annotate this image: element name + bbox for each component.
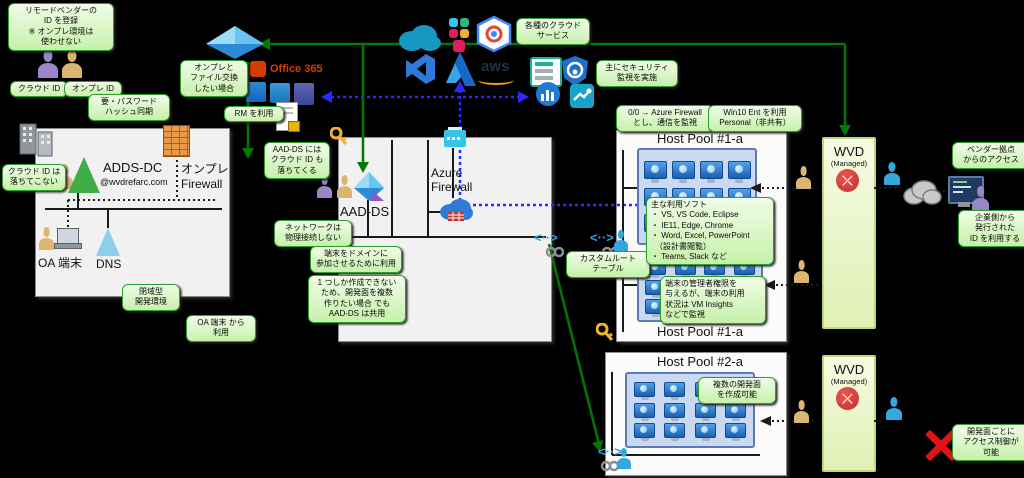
adds-dc-label: ADDS-DC	[103, 160, 163, 175]
callout-one-only: 1 つしか作成できない ため、開発面を複数 作りたい場合 でも AAD-DS は…	[308, 275, 406, 323]
defender-shield-icon	[562, 56, 588, 86]
callout-access-control: 開発面ごとに アクセス制御が 可能	[952, 424, 1024, 462]
salesforce-icon	[399, 25, 441, 51]
callout-vendor-access: ベンダー拠点 からのアクセス	[952, 142, 1024, 169]
rdp-icon: ⤫	[836, 387, 859, 410]
aad-ds-label: AAD-DS	[340, 204, 390, 219]
callout-security-monitor: 主にセキュリティ 監視を実施	[596, 60, 678, 87]
datacenter-building-icon	[19, 123, 53, 157]
aadds-onpre-person-icon	[337, 175, 352, 198]
active-directory-cone-icon	[68, 157, 100, 193]
remote-user-person-icon-2	[886, 397, 902, 420]
office365-label: Office 365	[270, 63, 323, 75]
vnet-peering-icon-2: <··>	[590, 230, 614, 245]
oa-terminal-label: OA 端末	[38, 256, 83, 270]
slack-icon	[448, 16, 470, 52]
callout-cloud-id-not-fall: クラウド ID は 落ちてこない	[2, 164, 66, 191]
onprem-firewall-icon	[163, 125, 190, 157]
azure-firewall-icon	[440, 199, 473, 221]
vm-monitor-icon	[664, 402, 686, 421]
hostpool1a-bottom-title: Host Pool #1-a	[657, 324, 743, 339]
onprem-firewall-label: オンプレ Firewall	[181, 162, 229, 191]
callout-no-physical: ネットワークは 物理接続しない	[274, 220, 352, 247]
aws-icon: aws	[478, 58, 518, 85]
callout-hash-sync: 要・パスワード ハッシュ同期	[88, 94, 170, 121]
vm-monitor-icon	[633, 402, 655, 421]
it-admin-person-icon	[614, 230, 628, 251]
hostpool1a-title: Host Pool #1-a	[657, 131, 743, 146]
callout-rm-use: RM を利用	[224, 106, 284, 123]
vm-monitor-icon	[643, 160, 667, 183]
aws-label: aws	[481, 58, 510, 75]
callout-oa-use: OA 端末 から 利用	[186, 315, 256, 342]
callout-file-exchange: オンプレと ファイル交換 したい場合	[180, 60, 248, 98]
vendor-user-person-icon	[796, 166, 811, 189]
vnet-peering-icon: <··>	[534, 230, 558, 245]
wvd-managed-box-2: WVD (Managed) ⤫	[822, 355, 876, 472]
aadds-cloud-person-icon	[317, 175, 332, 198]
adds-domain-label: @wvdrefarc.com	[100, 177, 168, 187]
wvd-title: WVD	[833, 144, 865, 159]
wvd-title: WVD	[833, 362, 865, 377]
vm-monitor-icon	[671, 160, 695, 183]
callout-aadds-cloud-id: AAD-DS には クラウド ID も 落ちてくる	[264, 142, 330, 180]
azure-icon	[446, 52, 476, 86]
callout-win10: Win10 Ent を利用 Personal（非共有）	[708, 105, 802, 132]
callout-enterprise-id: 企業側から 発行された ID を利用する	[958, 210, 1024, 248]
dns-cone-icon	[96, 228, 120, 256]
laptop-icon	[54, 228, 82, 249]
vm-monitor-icon	[727, 160, 751, 183]
vendor-user-person-icon-2	[794, 260, 809, 283]
vnet-peering-icon-3: <··>	[598, 444, 622, 459]
wvd-managed-label: (Managed)	[830, 377, 868, 386]
sharepoint-icon	[270, 83, 290, 103]
azure-monitor-icon	[570, 84, 594, 108]
log-analytics-icon	[536, 82, 560, 106]
vm-monitor-icon	[699, 160, 723, 183]
vm-monitor-icon	[633, 423, 655, 442]
callout-cloud-id: クラウド ID	[10, 81, 68, 98]
key-icon	[330, 127, 348, 145]
rdp-icon: ⤫	[836, 169, 859, 192]
wvd-managed-box-1: WVD (Managed) ⤫	[822, 137, 876, 329]
callout-multi-dev: 複数の開発面 を作成可能	[698, 377, 776, 404]
callout-vendor-register: リモードベンダーの ID を登録 ※ オンプレ環境は 使わせない	[8, 3, 114, 51]
public-ip-icon	[444, 127, 466, 147]
key-icon-2	[596, 323, 614, 341]
callout-domain-join: 端末をドメインに 参加させるために利用	[310, 246, 402, 273]
link-icon	[545, 246, 565, 258]
azure-ad-diamond-icon	[206, 26, 264, 59]
callout-cloud-services: 各種のクラウド サービス	[516, 18, 590, 45]
internet-cloud-icon	[903, 180, 942, 205]
callout-main-soft: 主な利用ソフト ・ VS, VS Code, Eclipse ・ IE11, E…	[646, 197, 774, 266]
onpre-id-person-icon	[62, 50, 82, 78]
cloud-id-person-icon	[38, 50, 58, 78]
vm-monitor-icon	[664, 423, 686, 442]
vm-monitor-icon	[633, 381, 655, 400]
it-admin-person-icon-2	[617, 448, 631, 469]
google-cloud-icon	[476, 16, 512, 52]
vendor-user-person-icon-3	[794, 400, 809, 423]
callout-azure-fw-00: 0/0 → Azure Firewall とし、通信を監視	[616, 105, 714, 132]
azure-firewall-label: Azure Firewall	[431, 166, 473, 194]
office365-icon	[250, 61, 266, 77]
wvd-managed-label: (Managed)	[830, 159, 868, 168]
visual-studio-icon	[406, 54, 435, 84]
callout-admin-rights: 端末の管理者権限を 与えるが、端末の利用 状況は VM Insights などで…	[660, 276, 766, 324]
callout-closed-env: 閉域型 開発環境	[122, 284, 180, 311]
oa-user-person-icon	[39, 227, 54, 250]
vendor-person-icon	[972, 186, 989, 212]
onedrive-icon	[294, 83, 314, 105]
vm-monitor-icon	[725, 423, 747, 442]
callout-custom-route: カスタムルート テーブル	[566, 251, 650, 278]
vm-monitor-icon	[694, 423, 716, 442]
remote-user-person-icon	[884, 162, 900, 185]
vm-monitor-icon	[664, 381, 686, 400]
exchange-icon	[246, 82, 266, 102]
onprem-environment-box	[35, 128, 230, 297]
aad-ds-diamond-icon	[354, 172, 384, 201]
dns-label: DNS	[96, 257, 122, 271]
hostpool2a-title: Host Pool #2-a	[657, 354, 743, 369]
